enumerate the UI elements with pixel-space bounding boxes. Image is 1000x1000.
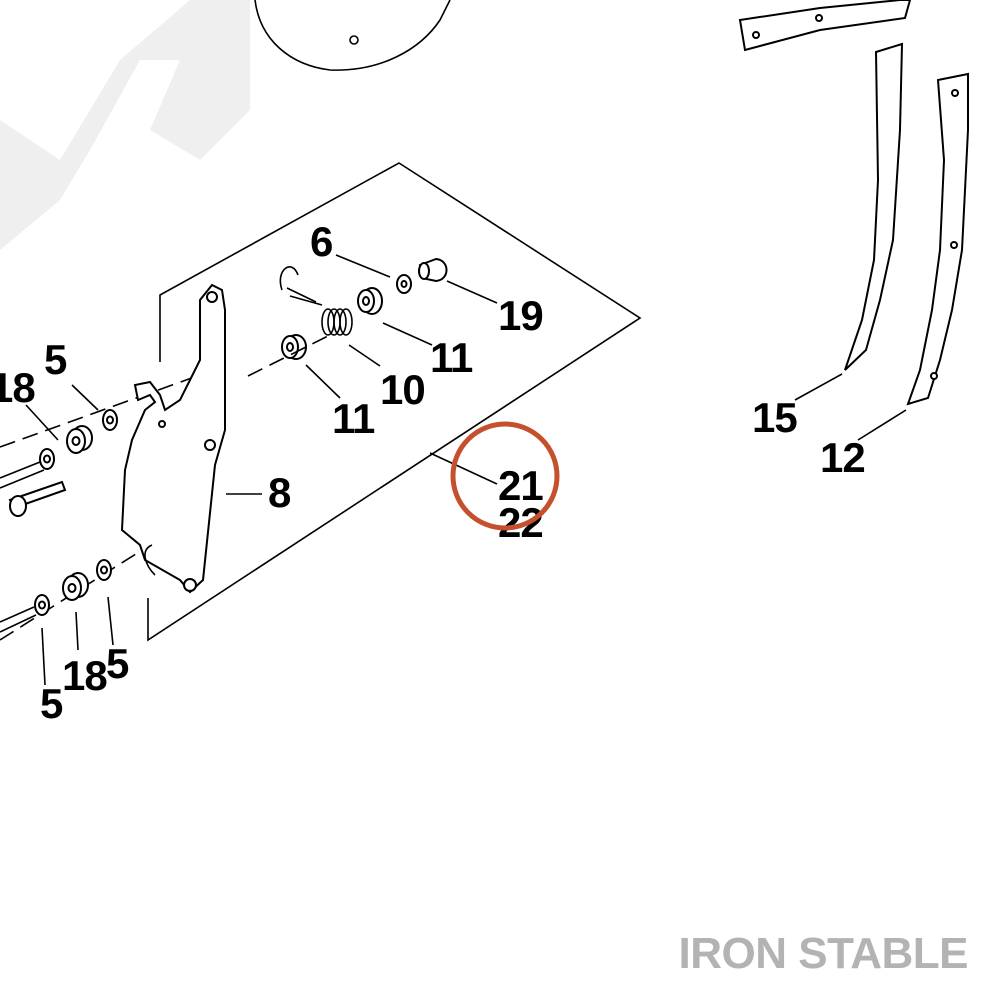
leader-18-upper: [25, 404, 59, 441]
bolt-lower: [0, 606, 37, 633]
axis-line-spring: [247, 334, 331, 377]
leader-5-lower-right: [107, 596, 114, 646]
leader-6: [335, 254, 391, 278]
highlight-circle: [450, 421, 560, 531]
washer-5-lower: [96, 559, 112, 581]
callout-15: 15: [752, 394, 797, 441]
windshield-hole: [349, 35, 359, 45]
grommet-18-upper: [66, 425, 93, 454]
grommet-18-lower: [62, 572, 89, 601]
callout-6: 6: [310, 218, 332, 265]
windshield-fragment: [254, 0, 451, 71]
leader-11-upper: [382, 322, 433, 346]
spacer-upper: [357, 287, 383, 315]
leader-15: [794, 373, 843, 401]
leader-19: [446, 280, 498, 304]
bolt-upper: [0, 461, 45, 489]
callout-22: 22: [498, 499, 543, 546]
callout-18-upper: 18: [0, 364, 35, 411]
leader-21: [429, 452, 498, 485]
strap-12: [906, 72, 969, 406]
callout-5-lower-left: 5: [40, 680, 63, 727]
callout-19: 19: [498, 292, 543, 339]
callout-11-upper: 11: [430, 334, 473, 381]
bolt-mid: [8, 480, 67, 517]
washer-5-upper: [102, 409, 118, 431]
axis-line-upper: [0, 374, 201, 448]
leader-5-upper: [71, 384, 99, 411]
torsion-spring: [279, 266, 353, 336]
washer-6: [396, 274, 412, 294]
callout-12: 12: [820, 434, 865, 481]
acorn-nut-19: [418, 257, 448, 283]
strap-top: [738, 0, 912, 52]
callout-11-lower: 11: [332, 395, 375, 442]
leader-10: [348, 344, 381, 367]
spacer-lower: [281, 334, 307, 360]
washer-lower-left: [34, 594, 50, 616]
bracket-8: [120, 283, 226, 594]
leader-11-lower: [305, 364, 341, 399]
washer-upper-left: [39, 448, 55, 470]
subassembly-frame: [147, 162, 642, 642]
background-watermark: [0, 0, 250, 250]
leader-18-lower: [75, 611, 79, 651]
strap-15: [844, 42, 904, 371]
callout-5-lower-right: 5: [106, 640, 129, 687]
callout-18-lower: 18: [62, 652, 107, 699]
leader-12: [857, 409, 907, 441]
brand-watermark: IRON STABLE: [679, 929, 968, 978]
callout-5-upper: 5: [44, 336, 67, 383]
callout-21: 21: [498, 462, 543, 509]
axis-line-lower: [0, 544, 151, 641]
leader-5-lower-left: [41, 627, 46, 686]
callout-10: 10: [380, 366, 425, 413]
callout-8: 8: [268, 469, 291, 516]
